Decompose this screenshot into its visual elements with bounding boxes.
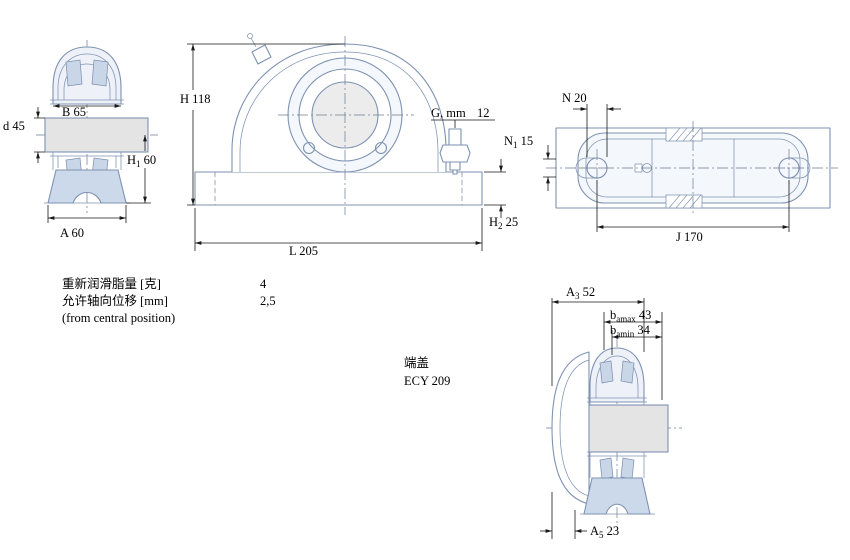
top-cap-block-bottom xyxy=(665,194,703,209)
top-cap-hatch-top xyxy=(668,127,702,142)
dim-a5-ext xyxy=(551,492,576,539)
dim-g-leader xyxy=(431,119,495,128)
dim-n-label: N 20 xyxy=(562,91,587,105)
dim-j-ext xyxy=(596,180,790,232)
end-cap-inner xyxy=(587,355,647,403)
top-centerlines xyxy=(546,121,838,215)
end-lower-rings xyxy=(587,398,647,478)
end-cover-outline xyxy=(551,351,590,505)
side-cap-outline xyxy=(52,46,122,105)
front-base-hidden-slots xyxy=(214,172,463,205)
dim-a5-label: A5 23 xyxy=(590,524,619,540)
top-bolt-slot-right xyxy=(789,157,811,179)
front-view: H 118 G, mm 12 H2 25 L 205 xyxy=(180,33,518,258)
dim-h-ext xyxy=(187,43,345,206)
dim-a3-ext xyxy=(551,298,645,386)
end-cover-inner xyxy=(559,359,590,497)
spec-axial-displacement-note: (from central position) xyxy=(62,311,175,325)
end-cover-callout: 端盖 ECY 209 xyxy=(404,356,450,388)
front-top-nipple-ball xyxy=(247,33,253,39)
dim-h1-label: H1 60 xyxy=(127,153,156,169)
dim-a3-label: A3 52 xyxy=(566,285,595,301)
front-top-boss xyxy=(251,44,272,65)
end-cap-outline xyxy=(589,347,645,403)
side-cap-inner xyxy=(50,53,124,105)
side-rollers-top xyxy=(65,59,109,87)
dim-g-value: 12 xyxy=(477,106,490,120)
dim-h-label: H 118 xyxy=(180,92,210,106)
front-screw-left xyxy=(302,141,316,155)
dim-j-label: J 170 xyxy=(676,230,703,244)
dim-d-label: d 45 xyxy=(3,119,25,133)
spec-relubrication-value: 4 xyxy=(260,277,267,291)
end-base xyxy=(583,477,651,515)
side-base xyxy=(47,169,127,204)
side-shaft xyxy=(44,117,149,153)
spec-relubrication-label: 重新润滑脂量 [克] xyxy=(62,276,161,291)
end-cover-label: 端盖 xyxy=(404,356,429,370)
top-cap-block-top xyxy=(665,127,703,142)
end-rollers-top xyxy=(599,360,635,384)
dim-bamax-ext xyxy=(603,312,663,400)
side-lower-rings xyxy=(50,151,124,170)
dim-b-label: B 65 xyxy=(62,105,86,119)
end-cover-designation: ECY 209 xyxy=(404,374,450,388)
dim-l-label: L 205 xyxy=(289,244,318,258)
end-view: A3 52 bamax 43 bamin 34 A5 23 xyxy=(540,285,682,540)
dim-h2-label: H2 25 xyxy=(489,215,518,231)
grease-fitting xyxy=(439,128,471,175)
top-cap-hatch-bottom xyxy=(668,194,702,209)
side-view: B 65 d 45 H1 60 A 60 xyxy=(3,40,158,240)
dim-g-label: G, mm xyxy=(431,106,466,120)
top-nipple-body xyxy=(634,163,643,173)
dim-h2-ext xyxy=(484,171,506,206)
dim-bamin-label: bamin 34 xyxy=(610,323,651,339)
front-top-nipple xyxy=(250,37,257,48)
spec-table: 重新润滑脂量 [克] 4 允许轴向位移 [mm] 2,5 (from centr… xyxy=(62,276,276,325)
dim-a-ext xyxy=(47,205,127,223)
spec-axial-displacement-label: 允许轴向位移 [mm] xyxy=(62,293,168,308)
front-centerlines xyxy=(278,36,414,215)
dim-a-label: A 60 xyxy=(60,226,84,240)
spec-axial-displacement-value: 2,5 xyxy=(260,294,276,308)
dim-n1-label: N1 15 xyxy=(504,134,533,150)
front-base xyxy=(194,171,483,206)
top-view: N 20 N1 15 J 170 xyxy=(504,91,838,244)
dim-bamax-label: bamax 43 xyxy=(610,308,651,324)
front-screw-right xyxy=(374,141,388,155)
dim-n-ext xyxy=(586,104,608,157)
dim-l-ext xyxy=(194,208,483,251)
